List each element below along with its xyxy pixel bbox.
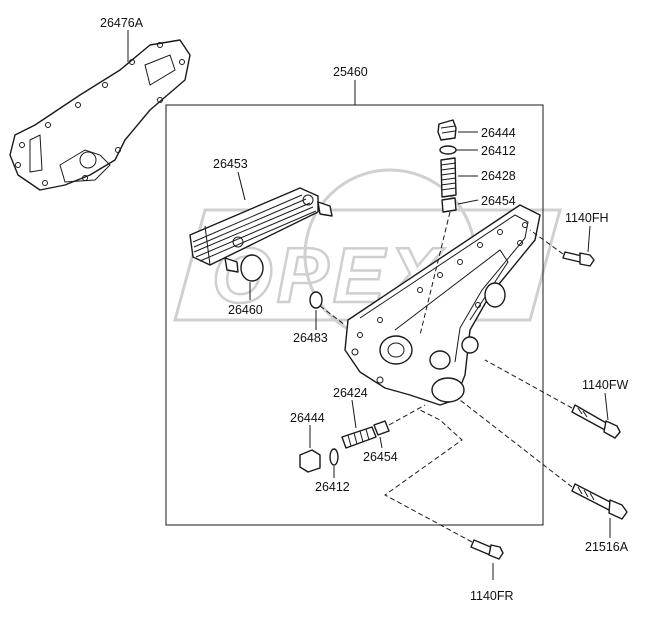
cooler-stud-bottom [224, 257, 239, 273]
gasket-cutout-1 [29, 134, 43, 173]
gasket-26412-low [329, 448, 339, 466]
label-26412-top: 26412 [481, 144, 516, 158]
gasket-outline [9, 39, 191, 191]
housing-boss-1 [429, 350, 451, 370]
gasket-cutout-3 [144, 54, 176, 86]
cooler-port-1 [232, 236, 244, 248]
dowel-dash [319, 305, 346, 326]
bolt-1140FW-dash [484, 359, 573, 409]
label-1140FH: 1140FH [565, 211, 609, 225]
gasket-26412-top [439, 145, 457, 155]
housing-boss-4 [461, 336, 479, 354]
top-valve-stack [419, 119, 457, 336]
oil-cooler-26453 [189, 187, 333, 273]
lower-valve-axis [388, 404, 426, 426]
cooler-leader [237, 171, 246, 201]
gasket-26476A [9, 39, 191, 191]
bolt-1140FW-shank [571, 404, 609, 431]
label-26444-top: 26444 [481, 126, 516, 140]
gasket-cutout-2 [59, 149, 111, 183]
oil-filter-housing-25460 [344, 204, 541, 406]
valve-26454-low [373, 420, 390, 436]
label-26454-top: 26454 [481, 194, 516, 208]
bolt-21516A-dash [459, 399, 573, 488]
label-1140FR: 1140FR [470, 589, 514, 603]
label-21516A: 21516A [585, 540, 629, 554]
valve-26454-top [441, 197, 457, 213]
bolt-21516A [459, 399, 628, 520]
dowel-26483 [309, 291, 323, 309]
bolt-1140FH-head [579, 252, 595, 267]
gasket-port [79, 151, 97, 169]
oring-26460 [240, 254, 264, 282]
bolt-1140FH [529, 229, 595, 267]
lower-valve-stack [299, 404, 426, 473]
cooler-port-2 [302, 194, 314, 206]
bolt-1140FR-dash [384, 409, 473, 543]
bolt-1140FH-shank [562, 251, 583, 263]
label-26444-low: 26444 [290, 411, 325, 425]
label-26476A: 26476A [100, 16, 144, 30]
label-25460: 25460 [333, 65, 368, 79]
bolt-21516A-head [608, 499, 628, 520]
plug-26444-top [437, 119, 457, 141]
bolt-1140FW [484, 359, 621, 439]
label-26453: 26453 [213, 157, 248, 171]
label-26483: 26483 [293, 331, 328, 345]
cooler-stud-top [317, 201, 333, 217]
housing-boss-3 [484, 282, 506, 308]
label-26428-top: 26428 [481, 169, 516, 183]
spring-26424-low [341, 426, 377, 449]
bolt-1140FH-dash [529, 229, 564, 255]
label-26412-low: 26412 [315, 480, 350, 494]
top-valve-axis [419, 211, 451, 336]
bolt-1140FR-head [488, 544, 504, 560]
label-26460: 26460 [228, 303, 263, 317]
label-26454-low: 26454 [363, 450, 398, 464]
label-26424-low: 26424 [333, 386, 368, 400]
bolt-1140FW-head [603, 420, 621, 439]
label-1140FW: 1140FW [582, 378, 629, 392]
housing-port-main [379, 335, 413, 365]
housing-boss-2 [431, 377, 465, 403]
bolt-1140FR [384, 409, 504, 560]
